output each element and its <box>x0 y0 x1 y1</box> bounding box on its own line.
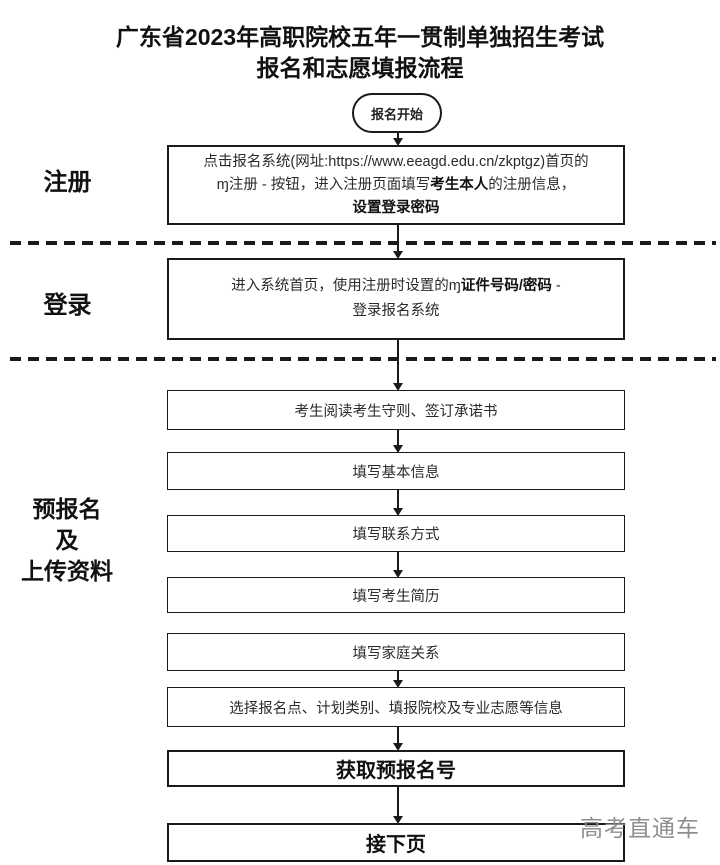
flow-arrow <box>393 787 403 824</box>
arrow-down-icon <box>393 251 403 259</box>
text-segment: 上传资料 <box>21 558 113 584</box>
step-basic-info-box: 填写基本信息 <box>167 452 625 490</box>
stage-label-register: 注册 <box>43 169 92 196</box>
flow-arrow <box>393 552 403 578</box>
arrow-shaft <box>397 671 399 682</box>
text-segment: 点击报名系统(网址:https://www.eeagd.edu.cn/zkptg… <box>203 153 589 170</box>
text-segment: 及 <box>55 527 79 553</box>
arrow-shaft <box>397 490 399 510</box>
stage-divider-2 <box>10 357 716 361</box>
arrow-down-icon <box>393 570 403 578</box>
step-choose-site-box: 选择报名点、计划类别、填报院校及专业志愿等信息 <box>167 687 625 727</box>
text-segment: 设置登录密码 <box>352 199 440 216</box>
step-contact-box: 填写联系方式 <box>167 515 625 552</box>
arrow-down-icon <box>393 445 403 453</box>
step-login-box: 进入系统首页，使用注册时设置的ɱ证件号码/密码 - 登录报名系统 <box>167 258 625 340</box>
watermark: 高考直通车 <box>580 816 700 841</box>
text-line: 设置登录密码 <box>353 197 440 220</box>
step-get-number-label: 获取预报名号 <box>336 760 456 782</box>
step-choose-site-label: 选择报名点、计划类别、填报院校及专业志愿等信息 <box>229 700 563 717</box>
step-next-page-label: 接下页 <box>366 834 426 856</box>
flow-arrow <box>393 133 403 146</box>
text-segment: 证件号码/密码 <box>460 278 552 294</box>
flow-arrow <box>393 430 403 453</box>
stage-divider-1 <box>10 241 716 245</box>
stage-label-prereg-upload: 预报名及上传资料 <box>8 494 126 587</box>
step-next-page-box: 接下页 <box>167 823 625 862</box>
page-title: 广东省2023年高职院校五年一贯制单独招生考试 报名和志愿填报流程 <box>0 22 720 84</box>
text-line: 及 <box>8 525 126 556</box>
text-line: ɱ注册 - 按钮，进入注册页面填写考生本人的注册信息， <box>217 174 575 197</box>
step-read-rules-label: 考生阅读考生守则、签订承诺书 <box>294 403 498 420</box>
text-segment: 的注册信息， <box>488 176 576 193</box>
arrow-shaft <box>397 340 399 385</box>
arrow-down-icon <box>393 508 403 516</box>
arrow-down-icon <box>393 138 403 146</box>
flow-arrow <box>393 490 403 516</box>
stage-label-login: 登录 <box>43 292 92 319</box>
step-get-number-box: 获取预报名号 <box>167 750 625 787</box>
step-resume-label: 填写考生简历 <box>352 588 440 605</box>
text-line: 点击报名系统(网址:https://www.eeagd.edu.cn/zkptg… <box>203 151 588 174</box>
start-node: 报名开始 <box>352 93 442 133</box>
page-title-line1: 广东省2023年高职院校五年一贯制单独招生考试 <box>115 24 605 50</box>
arrow-down-icon <box>393 680 403 688</box>
arrow-shaft <box>397 225 399 253</box>
text-line: 进入系统首页，使用注册时设置的ɱ证件号码/密码 - <box>231 274 560 299</box>
text-segment: 考生本人 <box>430 176 489 193</box>
text-segment: - <box>551 278 561 294</box>
step-contact-label: 填写联系方式 <box>352 527 440 543</box>
arrow-down-icon <box>393 816 403 824</box>
arrow-down-icon <box>393 383 403 391</box>
arrow-shaft <box>397 727 399 745</box>
arrow-down-icon <box>393 743 403 751</box>
step-basic-info-label: 填写基本信息 <box>352 464 440 481</box>
arrow-shaft <box>397 787 399 818</box>
step-resume-box: 填写考生简历 <box>167 577 625 613</box>
text-segment: 进入系统首页，使用注册时设置的ɱ <box>231 278 461 294</box>
arrow-shaft <box>397 430 399 447</box>
start-node-label: 报名开始 <box>370 106 423 122</box>
arrow-shaft <box>397 552 399 572</box>
text-segment: ɱ注册 - 按钮，进入注册页面填写 <box>216 176 431 193</box>
text-line: 预报名 <box>8 494 126 525</box>
flow-arrow <box>393 671 403 688</box>
step-family-box: 填写家庭关系 <box>167 633 625 671</box>
arrow-shaft <box>397 133 399 140</box>
step-family-label: 填写家庭关系 <box>352 645 440 662</box>
step-register-box: 点击报名系统(网址:https://www.eeagd.edu.cn/zkptg… <box>167 145 625 225</box>
flow-arrow <box>393 727 403 751</box>
text-segment: 登录报名系统 <box>352 303 440 319</box>
text-segment: 预报名 <box>32 496 102 522</box>
step-read-rules-box: 考生阅读考生守则、签订承诺书 <box>167 390 625 430</box>
text-line: 上传资料 <box>8 556 126 587</box>
flow-arrow <box>393 340 403 391</box>
text-line: 登录报名系统 <box>353 299 440 324</box>
page-title-line2: 报名和志愿填报流程 <box>256 55 464 81</box>
flow-arrow <box>393 225 403 259</box>
